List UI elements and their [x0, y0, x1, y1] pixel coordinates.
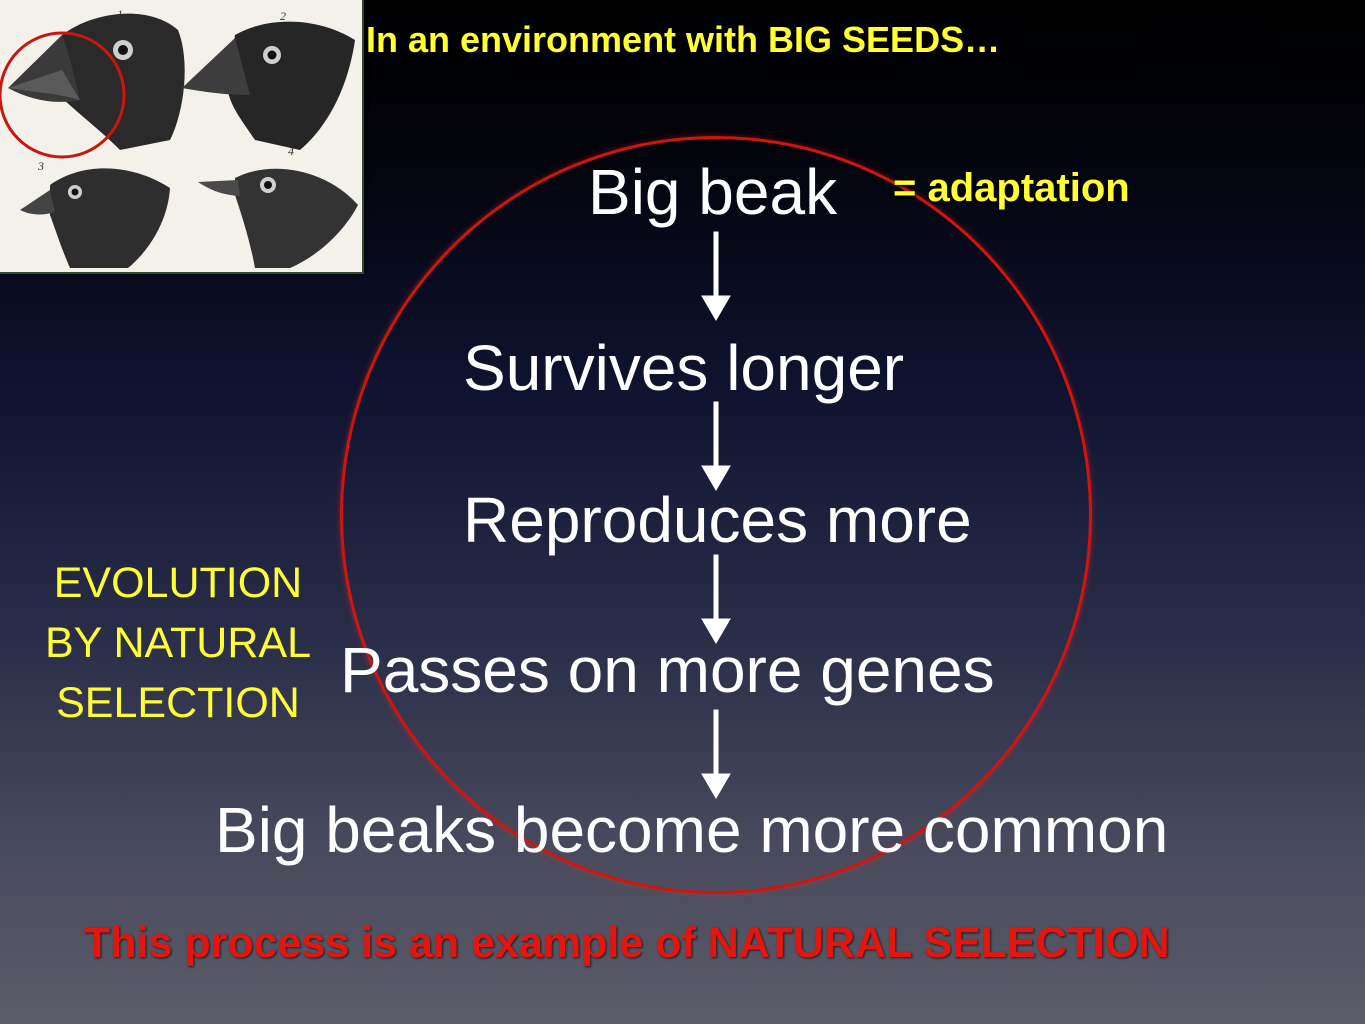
down-arrow-icon: [701, 554, 731, 644]
step-reproduces-more: Reproduces more: [463, 484, 972, 556]
adaptation-label: = adaptation: [893, 166, 1130, 210]
step-big-beaks-common: Big beaks become more common: [215, 794, 1169, 866]
evolution-label-line-2: BY NATURAL: [44, 619, 312, 667]
finch-number-4: 4: [288, 144, 294, 158]
step-big-beak: Big beak: [588, 156, 838, 228]
finch-number-2: 2: [280, 9, 286, 23]
step-passes-on-genes: Passes on more genes: [340, 634, 995, 706]
finch-head-2: 2: [182, 9, 355, 150]
finch-number-3: 3: [37, 159, 44, 173]
natural-selection-note: This process is an example of NATURAL SE…: [84, 919, 1170, 967]
cycle-ring: [340, 136, 1092, 894]
environment-heading: In an environment with BIG SEEDS…: [366, 19, 1001, 60]
highlight-circle: [0, 31, 126, 159]
finch-head-3: 3: [20, 159, 170, 268]
step-survives-longer: Survives longer: [463, 332, 905, 404]
finch-heads-illustration: 1 2 3 4: [0, 7, 358, 268]
finch-number-1: 1: [117, 7, 123, 21]
down-arrow-icon: [701, 401, 731, 491]
down-arrow-icon: [701, 709, 731, 799]
finch-head-1: 1: [8, 7, 185, 150]
evolution-label: EVOLUTION BY NATURAL SELECTION: [22, 553, 334, 733]
finch-head-4: 4: [198, 144, 358, 268]
evolution-label-line-1: EVOLUTION: [53, 559, 303, 607]
down-arrow-icon: [701, 231, 731, 321]
evolution-label-line-3: SELECTION: [56, 679, 300, 727]
finch-illustration-panel: 1 2 3 4: [0, 0, 362, 272]
